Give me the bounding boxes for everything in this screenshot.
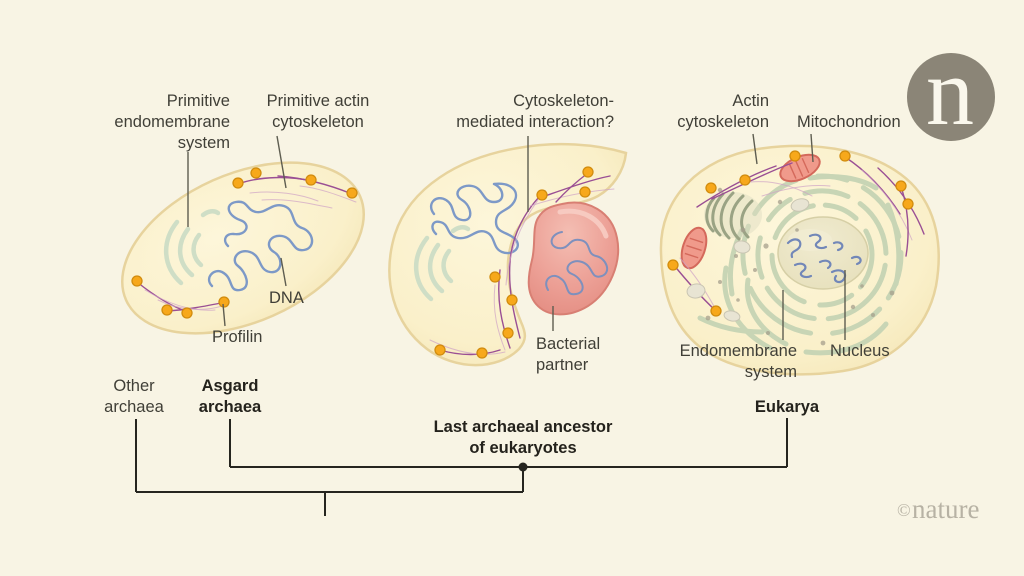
ancestor-cell-illustration	[388, 142, 628, 367]
credit-copyright-symbol: ©	[897, 500, 911, 520]
leader-primitive-actin	[276, 135, 287, 189]
nature-logo-circle	[907, 53, 995, 141]
leader-actin-cytoskeleton	[752, 133, 758, 165]
label-endomembrane-system-2: system	[745, 363, 797, 381]
label-primitive-actin-1: Primitive actin	[267, 92, 370, 110]
ribosome-dots	[705, 187, 895, 346]
eukaryote-cell-illustration	[659, 144, 940, 376]
taxon-asgard-archaea-2: archaea	[199, 398, 262, 416]
ancestor-node-dot	[518, 462, 528, 472]
label-last-archaeal-ancestor-1: Last archaeal ancestor	[434, 418, 613, 436]
profilin-dots	[434, 166, 594, 359]
mitochondrion-top	[779, 153, 821, 183]
taxon-other-archaea-1: Other	[113, 377, 155, 395]
label-primitive-endomembrane-3: system	[178, 134, 230, 152]
profilin-dots	[667, 150, 914, 317]
chromosomes	[786, 233, 862, 284]
taxon-asgard-archaea-1: Asgard	[202, 377, 259, 395]
nucleus-illustration	[777, 216, 869, 290]
credit-nature-text: nature	[912, 494, 979, 524]
nature-logo-letter: n	[926, 38, 974, 145]
label-cytoskeleton-interaction-1: Cytoskeleton-	[513, 92, 614, 110]
label-primitive-actin-2: cytoskeleton	[272, 113, 364, 131]
nature-logo: n	[907, 38, 995, 145]
label-cytoskeleton-interaction-2: mediated interaction?	[456, 113, 614, 131]
label-endomembrane-system-1: Endomembrane	[680, 342, 797, 360]
leader-profilin	[222, 303, 226, 327]
taxon-other-archaea-2: archaea	[104, 398, 164, 416]
primitive-endomembrane-arcs	[163, 209, 221, 286]
labels: Primitive endomembrane system Primitive …	[104, 92, 900, 457]
label-mitochondrion: Mitochondrion	[797, 113, 901, 131]
label-nucleus: Nucleus	[830, 342, 890, 360]
label-dna: DNA	[269, 289, 304, 307]
label-profilin: Profilin	[212, 328, 262, 346]
phylo-tree	[135, 418, 788, 516]
bacterium-dna-squiggle	[545, 231, 609, 296]
golgi-apparatus	[704, 191, 762, 241]
leader-lines	[187, 133, 846, 340]
bacterium-highlight	[557, 208, 609, 239]
endomembrane-arcs	[413, 225, 471, 302]
vesicle-pebbles	[686, 198, 810, 322]
label-bacterial-partner-1: Bacterial	[536, 335, 600, 353]
profilin-dots	[131, 167, 358, 319]
label-last-archaeal-ancestor-2: of eukaryotes	[469, 439, 576, 457]
asgard-dna-squiggle	[207, 200, 314, 292]
asgard-cell-illustration	[121, 161, 365, 335]
ancestor-dna-squiggle	[429, 182, 519, 255]
label-bacterial-partner-2: partner	[536, 356, 589, 374]
asgard-cell-membrane	[121, 161, 365, 335]
primitive-actin-filaments	[136, 175, 357, 313]
label-primitive-endomembrane-2: endomembrane	[114, 113, 230, 131]
label-actin-cytoskeleton-1: Actin	[732, 92, 769, 110]
taxon-eukarya: Eukarya	[755, 398, 820, 416]
leader-dna	[280, 257, 287, 287]
mitochondrion-left	[680, 226, 708, 270]
bacterial-partner-cell	[527, 201, 620, 316]
label-actin-cytoskeleton-2: cytoskeleton	[677, 113, 769, 131]
leader-mitochondrion	[810, 133, 814, 163]
nature-credit: © nature	[897, 494, 979, 524]
label-primitive-endomembrane-1: Primitive	[167, 92, 230, 110]
